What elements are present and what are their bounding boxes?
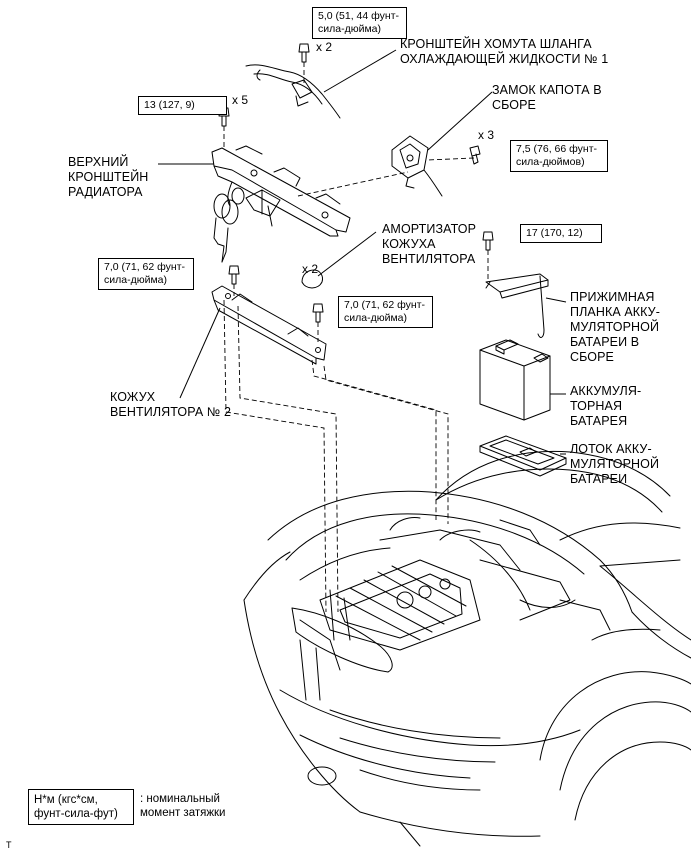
- bolt-battery-clamp: [482, 231, 494, 251]
- label-line: ПЛАНКА АККУ-: [570, 305, 660, 319]
- label-line: БАТАРЕИ В: [570, 335, 640, 349]
- quantity-hose-bracket: x 2: [316, 40, 333, 54]
- bolt-hood-lock: [469, 145, 481, 165]
- label-hose-clamp-bracket: КРОНШТЕЙН ХОМУТА ШЛАНГА ОХЛАЖДАЮЩЕЙ ЖИДК…: [400, 37, 608, 67]
- reference-mark: T: [6, 840, 12, 850]
- label-line: КРОНШТЕЙН: [68, 170, 149, 184]
- torque-spec-fan-shroud-right: 7,0 (71, 62 фунт- сила-дюйма): [338, 296, 433, 328]
- label-line: ЛОТОК АККУ-: [570, 442, 652, 456]
- battery-part: [479, 339, 551, 421]
- quantity-damper: x 2: [302, 262, 319, 276]
- battery-tray-part: [479, 435, 567, 477]
- leader-lines: [158, 49, 567, 455]
- quantity-radiator-support: x 5: [232, 93, 249, 107]
- torque-spec-hose-bracket: 5,0 (51, 44 фунт- сила-дюйма): [312, 7, 407, 39]
- label-line: ЗАМОК КАПОТА В: [492, 83, 602, 97]
- bolt-hose-bracket: [298, 43, 310, 63]
- torque-line-2: сила-дюйма): [104, 274, 167, 286]
- torque-line-2: сила-дюйма): [318, 23, 381, 35]
- label-line: ВЕНТИЛЯТОРА: [382, 252, 476, 266]
- label-line: КРОНШТЕЙН ХОМУТА ШЛАНГА: [400, 37, 592, 51]
- torque-spec-fan-shroud-left: 7,0 (71, 62 фунт- сила-дюйма): [98, 258, 194, 290]
- label-hood-lock: ЗАМОК КАПОТА В СБОРЕ: [492, 83, 602, 113]
- label-line: СБОРЕ: [492, 98, 536, 112]
- label-line: ВЕНТИЛЯТОРА № 2: [110, 405, 231, 419]
- fan-shroud-no2-part: [211, 285, 327, 365]
- label-line: КОЖУХА: [382, 237, 436, 251]
- hose-clamp-bracket-part: [245, 64, 341, 119]
- label-line: ТОРНАЯ: [570, 399, 623, 413]
- label-battery-clamp: ПРИЖИМНАЯ ПЛАНКА АККУ- МУЛЯТОРНОЙ БАТАРЕ…: [570, 290, 660, 365]
- legend-line: момент затяжки: [140, 807, 226, 819]
- label-line: ПРИЖИМНАЯ: [570, 290, 655, 304]
- torque-line-1: 7,0 (71, 62 фунт-: [104, 261, 185, 273]
- torque-line-2: сила-дюймов): [516, 156, 585, 168]
- car-body: [243, 450, 691, 847]
- label-line: МУЛЯТОРНОЙ: [570, 457, 660, 471]
- label-line: СБОРЕ: [570, 350, 614, 364]
- label-line: РАДИАТОРА: [68, 185, 143, 199]
- label-line: КОЖУХ: [110, 390, 156, 404]
- label-battery-tray: ЛОТОК АККУ- МУЛЯТОРНОЙ БАТАРЕИ: [570, 442, 659, 487]
- label-line: АККУМУЛЯ-: [570, 384, 642, 398]
- legend-unit-box: Н*м (кгс*см, фунт-сила-фут): [28, 789, 134, 825]
- label-line: АМОРТИЗАТОР: [382, 222, 477, 236]
- hood-lock-part: [391, 135, 443, 197]
- label-line: БАТАРЕЯ: [570, 414, 628, 428]
- bolt-fan-shroud-right: [312, 303, 324, 323]
- torque-line-1: 7,5 (76, 66 фунт-: [516, 143, 597, 155]
- torque-line-1: 13 (127, 9): [144, 99, 195, 111]
- upper-radiator-support-part: [211, 145, 351, 237]
- legend-description: : номинальный момент затяжки: [140, 792, 225, 820]
- label-line: ВЕРХНИЙ: [68, 155, 129, 169]
- label-upper-radiator-support: ВЕРХНИЙ КРОНШТЕЙН РАДИАТОРА: [68, 155, 148, 200]
- label-line: МУЛЯТОРНОЙ: [570, 320, 660, 334]
- torque-line-1: 7,0 (71, 62 фунт-: [344, 299, 425, 311]
- torque-spec-radiator-support: 13 (127, 9): [138, 96, 227, 115]
- torque-spec-hood-lock: 7,5 (76, 66 фунт- сила-дюймов): [510, 140, 608, 172]
- torque-line-1: 5,0 (51, 44 фунт-: [318, 10, 399, 22]
- label-battery: АККУМУЛЯ- ТОРНАЯ БАТАРЕЯ: [570, 384, 641, 429]
- legend-line: Н*м (кгс*см,: [34, 794, 98, 806]
- legend-line: фунт-сила-фут): [34, 808, 118, 820]
- torque-spec-battery-clamp: 17 (170, 12): [520, 224, 602, 243]
- label-line: ОХЛАЖДАЮЩЕЙ ЖИДКОСТИ № 1: [400, 52, 609, 66]
- battery-clamp-part: [485, 273, 549, 338]
- label-fan-shroud-no2: КОЖУХ ВЕНТИЛЯТОРА № 2: [110, 390, 231, 420]
- label-fan-shroud-damper: АМОРТИЗАТОР КОЖУХА ВЕНТИЛЯТОРА: [382, 222, 476, 267]
- torque-line-2: сила-дюйма): [344, 312, 407, 324]
- bolt-fan-shroud-left: [228, 265, 240, 285]
- quantity-hood-lock: x 3: [478, 128, 495, 142]
- legend-line: : номинальный: [140, 793, 220, 805]
- dashed-guide-lines: [223, 62, 489, 613]
- label-line: БАТАРЕИ: [570, 472, 628, 486]
- torque-line-1: 17 (170, 12): [526, 227, 583, 239]
- horn-parts: [213, 187, 245, 263]
